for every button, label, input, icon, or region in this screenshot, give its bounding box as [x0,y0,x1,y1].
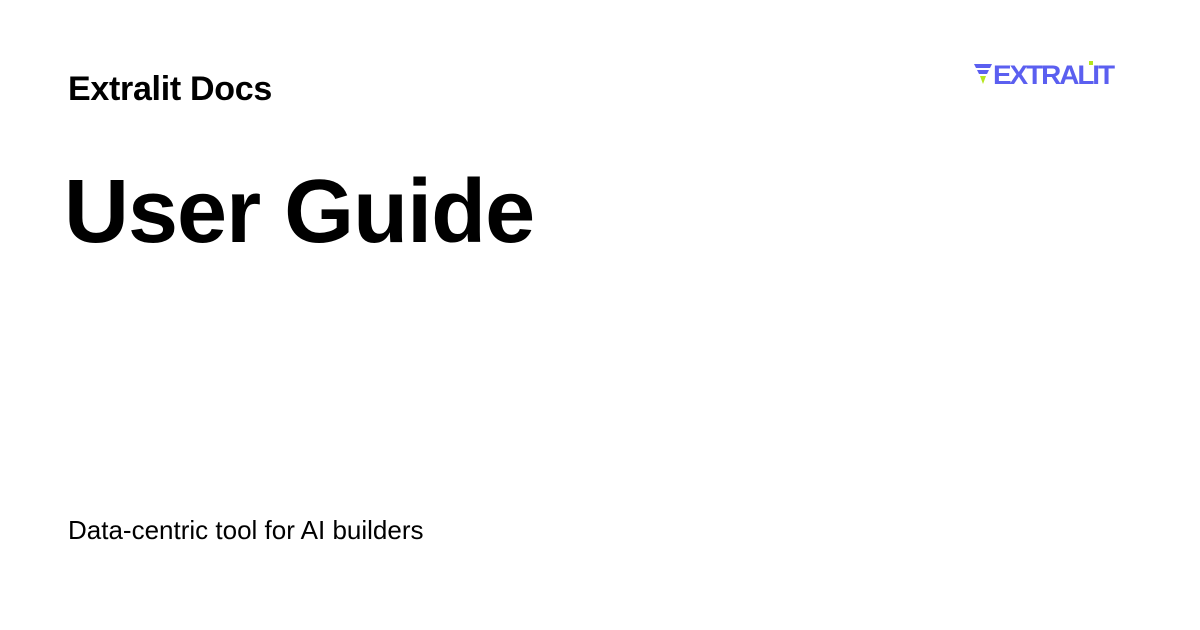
extralit-logo-icon: EXTRALIT [972,58,1116,90]
site-name: Extralit Docs [68,70,272,108]
page-description: Data-centric tool for AI builders [68,515,424,545]
page-title: User Guide [64,162,535,262]
svg-text:EXTRALIT: EXTRALIT [993,60,1116,90]
